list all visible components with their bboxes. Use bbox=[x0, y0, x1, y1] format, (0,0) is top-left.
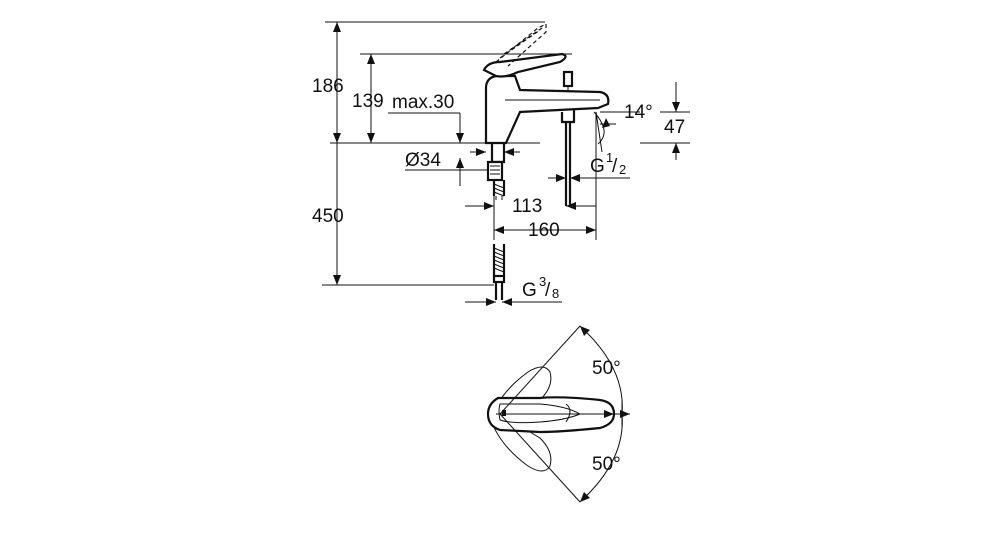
faucet-top-view: 50° 50° bbox=[486, 325, 630, 503]
dimension-47: 47 bbox=[660, 82, 690, 160]
dimension-160: 160 bbox=[494, 112, 597, 241]
label-160: 160 bbox=[528, 220, 560, 241]
label-thread-outlet-num: 1 bbox=[606, 150, 613, 165]
label-diameter-34: Ø34 bbox=[405, 150, 441, 171]
label-angle-top: 50° bbox=[592, 358, 621, 379]
dimension-angle-14: 14° bbox=[593, 102, 653, 145]
dimension-139: 139 bbox=[352, 53, 572, 143]
dimension-diameter-34: Ø34 bbox=[405, 148, 520, 171]
faucet-side-view bbox=[330, 23, 690, 300]
label-angle-bottom: 50° bbox=[592, 454, 621, 475]
dimension-113: 113 bbox=[465, 196, 596, 240]
dimension-thread-inlet: G 3 / 8 bbox=[465, 274, 562, 306]
label-thread-outlet-g: G bbox=[590, 156, 605, 177]
svg-text:/: / bbox=[612, 156, 618, 177]
dimension-186: 186 bbox=[312, 21, 545, 143]
label-max30: max.30 bbox=[392, 92, 454, 113]
dimension-450: 450 bbox=[312, 143, 494, 286]
dimension-max30: max.30 bbox=[388, 92, 464, 186]
label-thread-inlet-g: G bbox=[522, 280, 537, 301]
label-186: 186 bbox=[312, 76, 344, 97]
svg-text:/: / bbox=[545, 280, 551, 301]
label-thread-inlet-den: 8 bbox=[552, 286, 559, 301]
label-450: 450 bbox=[312, 206, 344, 227]
label-113: 113 bbox=[512, 196, 542, 217]
label-139: 139 bbox=[352, 91, 384, 112]
label-thread-inlet-num: 3 bbox=[539, 274, 546, 289]
label-angle-14: 14° bbox=[624, 102, 653, 123]
label-47: 47 bbox=[664, 117, 685, 138]
dimension-thread-outlet: G 1 / 2 bbox=[548, 111, 630, 182]
label-thread-outlet-den: 2 bbox=[619, 162, 626, 177]
